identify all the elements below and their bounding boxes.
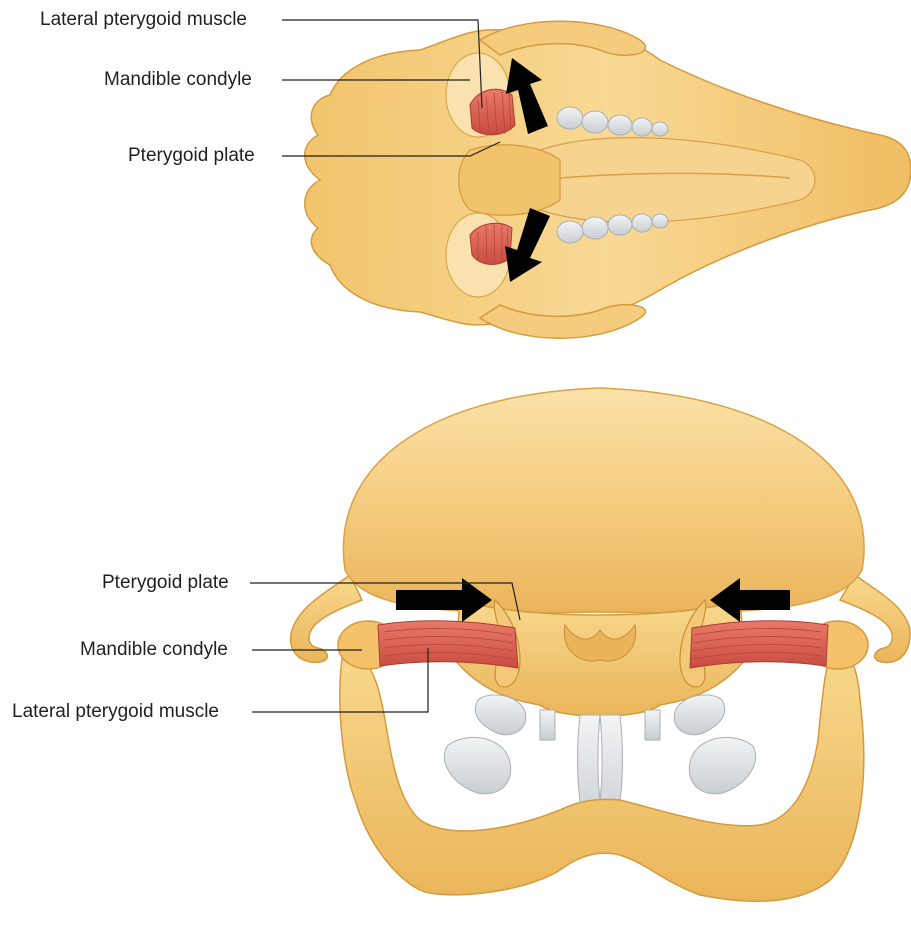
basisphenoid: [459, 145, 560, 215]
label-front-pterygoid-plate: Pterygoid plate: [102, 572, 229, 594]
skull-frontal-view: [291, 388, 910, 901]
lateral-pterygoid-muscle-right: [690, 621, 828, 668]
label-front-lateral-pterygoid-muscle: Lateral pterygoid muscle: [12, 701, 219, 723]
skull-inferior-view: [305, 21, 911, 338]
label-front-mandible-condyle: Mandible condyle: [80, 639, 228, 661]
label-top-pterygoid-plate: Pterygoid plate: [128, 145, 255, 167]
cranium-dome: [343, 388, 864, 613]
label-top-lateral-pterygoid-muscle: Lateral pterygoid muscle: [40, 9, 247, 31]
lateral-pterygoid-muscle-left: [378, 621, 518, 668]
label-top-mandible-condyle: Mandible condyle: [104, 69, 252, 91]
lateral-pterygoid-muscle-top-upper: [470, 89, 515, 135]
lateral-pterygoid-muscle-top-lower: [470, 223, 512, 265]
